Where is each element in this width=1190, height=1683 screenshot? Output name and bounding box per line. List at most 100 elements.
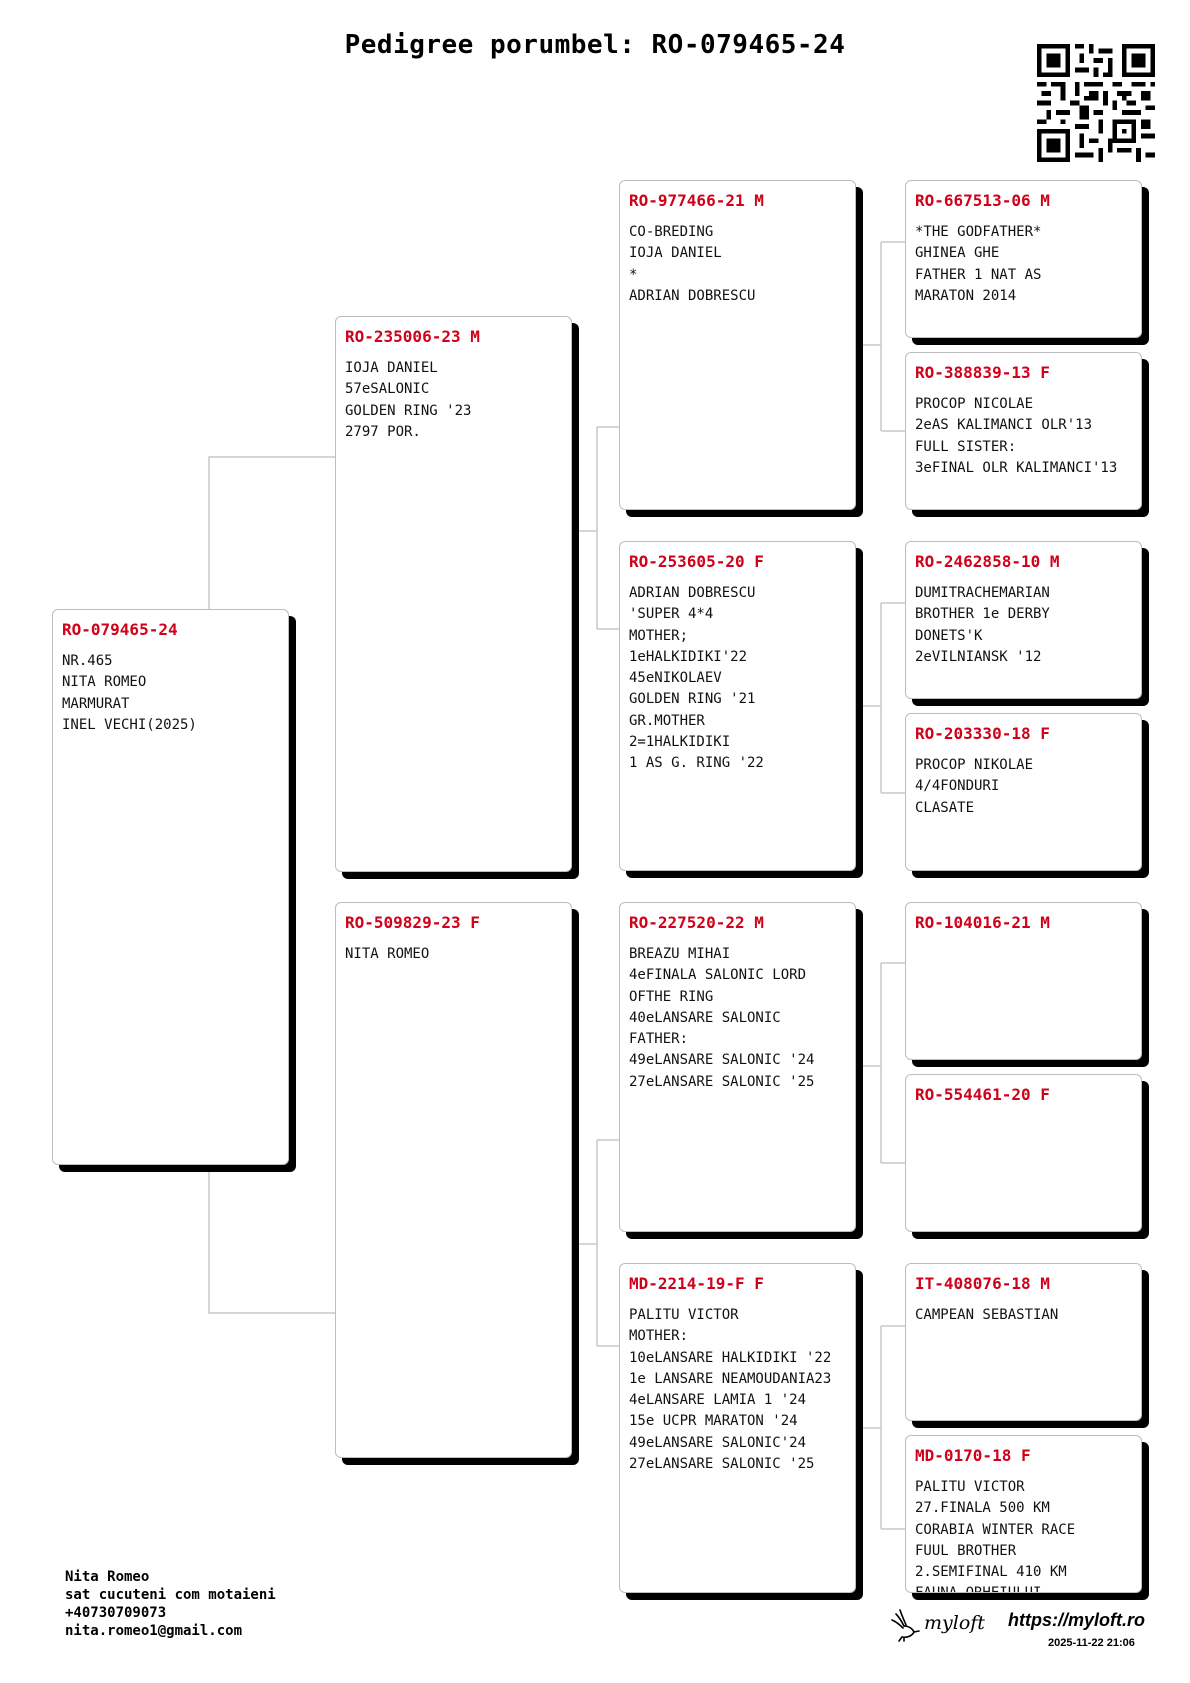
ring-number: RO-977466-21 M <box>629 191 764 210</box>
info-line: FATHER: <box>629 1031 689 1048</box>
info-line: IOJA DANIEL <box>629 245 722 262</box>
info-line: 27.FINALA 500 KM <box>915 1500 1050 1517</box>
info-line: 57eSALONIC <box>345 381 430 398</box>
info-line: 49eLANSARE SALONIC'24 <box>629 1434 807 1451</box>
ring-number: RO-388839-13 F <box>915 363 1050 382</box>
info-line: 2=1HALKIDIKI <box>629 734 731 751</box>
info-line: 27eLANSARE SALONIC '25 <box>629 1073 815 1090</box>
info-line: CAMPEAN SEBASTIAN <box>915 1307 1059 1323</box>
info-line: 2eAS KALIMANCI OLR'13 <box>915 417 1093 434</box>
info-line: NITA ROMEO <box>62 674 147 691</box>
info-line: FATHER 1 NAT AS <box>915 266 1042 283</box>
ring-number: RO-203330-18 F <box>915 724 1050 743</box>
ring-number: MD-2214-19-F F <box>629 1274 764 1293</box>
pigeon-card: RO-079465-24 NR.465 NITA ROMEO MARMURAT … <box>52 609 289 1165</box>
info-line: 4/4FONDURI <box>915 778 1000 795</box>
ring-number: IT-408076-18 M <box>915 1274 1050 1293</box>
info-line: 3eFINAL OLR KALIMANCI'13 <box>915 459 1118 476</box>
info-line: GOLDEN RING '21 <box>629 691 756 708</box>
info-line: ADRIAN DOBRESCU <box>629 287 756 304</box>
info-line: 'SUPER 4*4 <box>629 606 714 623</box>
info-line: ADRIAN DOBRESCU <box>629 585 756 601</box>
great-grandparent-card: MD-0170-18 F PALITU VICTOR 27.FINALA 500… <box>905 1435 1142 1593</box>
info-line: 1eHALKIDIKI'22 <box>629 648 748 665</box>
info-line: 2.SEMIFINAL 410 KM <box>915 1564 1067 1581</box>
info-line: OFTHE RING <box>629 988 714 1005</box>
great-grandparent-card: RO-388839-13 F PROCOP NICOLAE 2eAS KALIM… <box>905 352 1142 510</box>
owner-phone: +40730709073 <box>65 1605 167 1621</box>
great-grandparent-card: RO-667513-06 M *THE GODFATHER* GHINEA GH… <box>905 180 1142 338</box>
ring-number: RO-079465-24 <box>62 620 178 639</box>
info-line: DONETS'K <box>915 627 983 644</box>
generated-timestamp: 2025-11-22 21:06 <box>1048 1637 1135 1649</box>
info-line: CLASATE <box>915 799 975 816</box>
info-line: PROCOP NICOLAE <box>915 396 1034 412</box>
grandfather-paternal-card: RO-977466-21 M CO-BREDING IOJA DANIEL * … <box>619 180 856 510</box>
ring-number: RO-509829-23 F <box>345 913 480 932</box>
info-line: 27eLANSARE SALONIC '25 <box>629 1456 815 1473</box>
info-line: PROCOP NIKOLAE <box>915 757 1034 773</box>
info-line: *THE GODFATHER* <box>915 224 1042 240</box>
ring-number: RO-253605-20 F <box>629 552 764 571</box>
info-line: CORABIA WINTER RACE <box>915 1521 1076 1538</box>
info-line: MARMURAT <box>62 695 130 712</box>
pigeon-icon <box>891 1609 920 1642</box>
info-line: MOTHER: <box>629 1328 689 1345</box>
ring-number: RO-554461-20 F <box>915 1085 1050 1104</box>
info-line: 15e UCPR MARATON '24 <box>629 1413 798 1430</box>
grandmother-paternal-card: RO-253605-20 F ADRIAN DOBRESCU 'SUPER 4*… <box>619 541 856 871</box>
page-title: Pedigree porumbel: RO-079465-24 <box>344 30 846 60</box>
great-grandparent-card: IT-408076-18 M CAMPEAN SEBASTIAN <box>905 1263 1142 1421</box>
brand-footer: myloft https://myloft.ro 2025-11-22 21:0… <box>890 1608 1165 1663</box>
info-line: IOJA DANIEL <box>345 360 438 376</box>
info-line: 10eLANSARE HALKIDIKI '22 <box>629 1349 832 1366</box>
great-grandparent-card: RO-203330-18 F PROCOP NIKOLAE 4/4FONDURI… <box>905 713 1142 871</box>
info-line: CO-BREDING <box>629 224 714 240</box>
info-line: MARATON 2014 <box>915 287 1017 304</box>
ring-number: MD-0170-18 F <box>915 1446 1031 1465</box>
ring-number: RO-227520-22 M <box>629 913 764 932</box>
info-line: 4eFINALA SALONIC LORD <box>629 967 807 984</box>
info-line: 49eLANSARE SALONIC '24 <box>629 1052 815 1069</box>
info-line: 1e LANSARE NEAMOUDANIA23 <box>629 1370 832 1387</box>
owner-name: Nita Romeo <box>65 1569 150 1585</box>
grandfather-maternal-card: RO-227520-22 M BREAZU MIHAI 4eFINALA SAL… <box>619 902 856 1232</box>
info-line: 45eNIKOLAEV <box>629 670 722 687</box>
info-line: FUUL BROTHER <box>915 1542 1017 1559</box>
owner-info: Nita Romeo sat cucuteni com motaieni +40… <box>65 1568 276 1640</box>
great-grandparent-card: RO-2462858-10 M DUMITRACHEMARIAN BROTHER… <box>905 541 1142 699</box>
info-line: GHINEA GHE <box>915 245 1000 262</box>
qr-code-icon <box>1037 44 1155 162</box>
owner-address: sat cucuteni com motaieni <box>65 1587 276 1603</box>
great-grandparent-card: RO-104016-21 M <box>905 902 1142 1060</box>
info-line: PALITU VICTOR <box>915 1479 1025 1495</box>
info-line: FAUNA ORHEIULUI <box>915 1583 1132 1592</box>
ring-number: RO-104016-21 M <box>915 913 1050 932</box>
info-line: 40eLANSARE SALONIC <box>629 1009 781 1026</box>
info-line: MOTHER; <box>629 627 689 644</box>
grandmother-maternal-card: MD-2214-19-F F PALITU VICTOR MOTHER: 10e… <box>619 1263 856 1593</box>
ring-number: RO-2462858-10 M <box>915 552 1060 571</box>
info-line: FULL SISTER: <box>915 438 1017 455</box>
info-line: 4eLANSARE LAMIA 1 '24 <box>629 1392 807 1409</box>
info-line: PALITU VICTOR <box>629 1307 739 1323</box>
info-line: GOLDEN RING '23 <box>345 402 472 419</box>
info-line: 2797 POR. <box>345 423 421 440</box>
info-line: NITA ROMEO <box>345 946 430 962</box>
father-card: RO-235006-23 M IOJA DANIEL 57eSALONIC GO… <box>335 316 572 872</box>
ring-number: RO-235006-23 M <box>345 327 480 346</box>
info-line: NR.465 <box>62 653 113 669</box>
mother-card: RO-509829-23 F NITA ROMEO <box>335 902 572 1458</box>
brand-logo-text: myloft <box>924 1612 985 1634</box>
brand-url-link[interactable]: https://myloft.ro <box>1008 1610 1145 1630</box>
great-grandparent-card: RO-554461-20 F <box>905 1074 1142 1232</box>
owner-email: nita.romeo1@gmail.com <box>65 1623 243 1639</box>
info-line: * <box>629 266 638 283</box>
info-line: 2eVILNIANSK '12 <box>915 648 1042 665</box>
info-line: BROTHER 1e DERBY <box>915 606 1050 623</box>
info-line: 1 AS G. RING '22 <box>629 755 764 772</box>
ring-number: RO-667513-06 M <box>915 191 1050 210</box>
info-line: INEL VECHI(2025) <box>62 716 197 733</box>
info-line: DUMITRACHEMARIAN <box>915 585 1050 601</box>
